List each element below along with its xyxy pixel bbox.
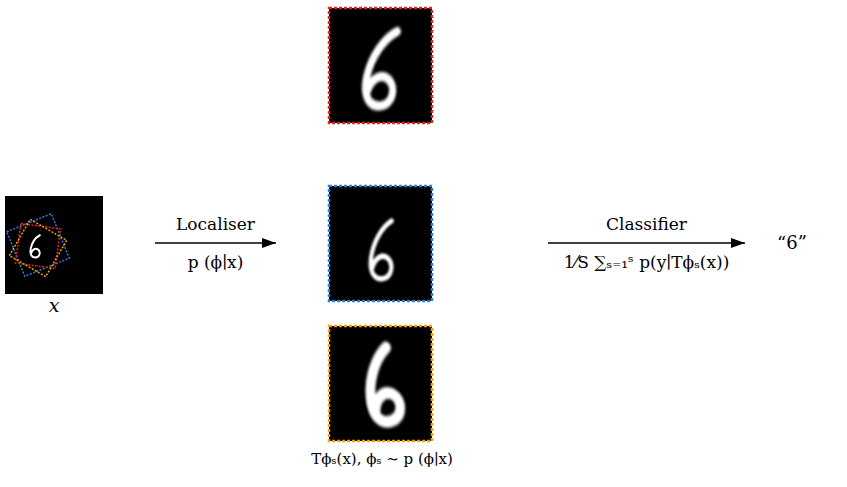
image-ground <box>5 196 103 294</box>
output-node: “6” <box>745 228 840 260</box>
crop-image <box>329 326 432 441</box>
node-text: x <box>49 294 60 316</box>
arrow-connector <box>155 242 276 244</box>
node-text: “6” <box>777 232 807 253</box>
input-node: x <box>5 196 155 321</box>
input-image <box>5 196 103 294</box>
node-text: Tϕₛ(x), ϕₛ ∼ p (ϕ∣x) <box>311 450 453 468</box>
crop-image <box>329 186 432 301</box>
edge-label: Classifier 1⁄S ∑ₛ₌₁ˢ p(y∣Tϕₛ(x)) <box>564 205 730 281</box>
digit <box>30 235 39 257</box>
crops-node: Tϕₛ(x), ϕₛ ∼ p (ϕ∣x) <box>276 4 548 482</box>
edge-label: Localiser p (ϕ∣x) <box>176 205 255 281</box>
crop-box <box>9 219 66 276</box>
image-ground <box>329 186 432 301</box>
image-ground <box>329 326 432 441</box>
digit <box>371 221 392 279</box>
crop-box <box>7 214 69 276</box>
crop-image <box>329 8 432 123</box>
digit <box>359 347 404 424</box>
digit <box>364 29 397 106</box>
arrow-connector <box>548 242 745 244</box>
image-ground <box>329 8 432 123</box>
